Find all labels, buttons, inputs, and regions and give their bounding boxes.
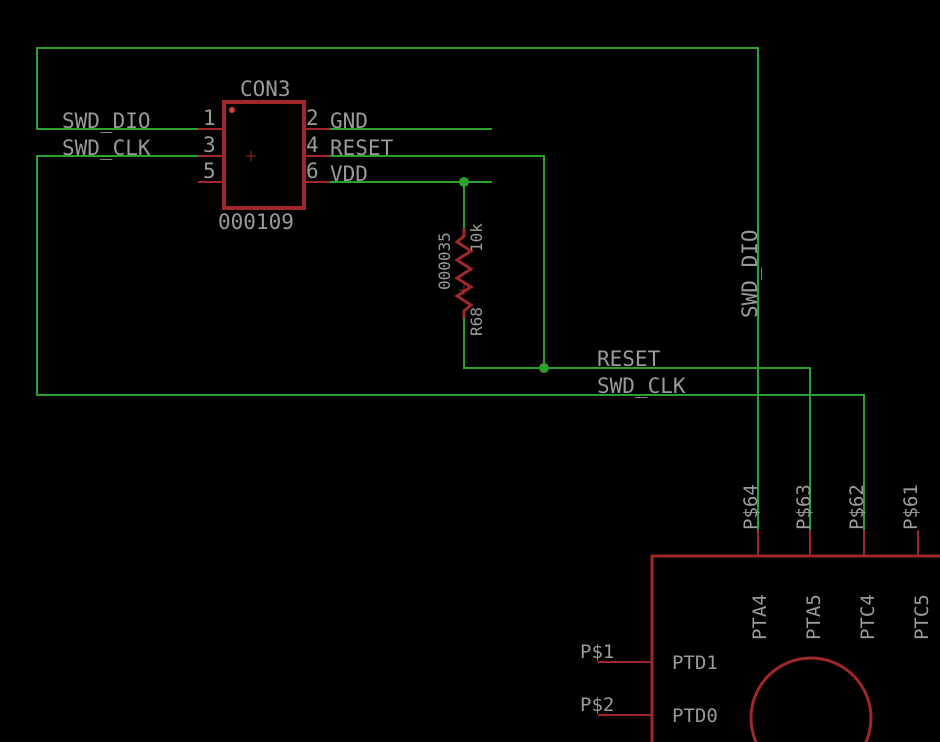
- pin-name-ptc4: PTC4: [857, 594, 879, 640]
- pad-label-p61: P$61: [900, 484, 922, 530]
- pin-number-1: 1: [203, 106, 216, 130]
- net-label-vdd: VDD: [330, 162, 368, 186]
- pad-label-p64: P$64: [740, 484, 762, 530]
- pad-label-p1: P$1: [580, 641, 614, 663]
- pin-name-ptd1: PTD1: [672, 652, 718, 674]
- mcu-symbol[interactable]: P$64 P$63 P$62 P$61 PTA4 PTA5 PTC4 PTC5 …: [580, 484, 940, 742]
- wire-swd-clk[interactable]: [36, 155, 865, 556]
- connector-body: [222, 100, 306, 210]
- pin-number-5: 5: [203, 159, 216, 183]
- resistor-part: 000035: [435, 232, 454, 290]
- junction-vdd: [459, 177, 469, 187]
- pad-label-p62: P$62: [846, 484, 868, 530]
- wire-swd-dio[interactable]: [36, 47, 759, 556]
- resistor-name: R68: [467, 307, 486, 336]
- pad-label-p2: P$2: [580, 694, 614, 716]
- net-label-swd-clk: SWD_CLK: [597, 374, 686, 398]
- wire-resistor-reset[interactable]: [463, 318, 544, 369]
- mcu-orientation-circle: [749, 656, 873, 742]
- net-label-gnd: GND: [330, 109, 368, 133]
- connector-con3[interactable]: CON3 000109 1 3 5 2 4 6 SWD_DIO SWD_CLK …: [62, 77, 394, 234]
- net-label-swd-dio: SWD_DIO: [738, 229, 762, 318]
- resistor-origin-cross: [459, 285, 469, 295]
- net-label-swd-dio-left: SWD_DIO: [62, 109, 151, 133]
- pin-name-ptc5: PTC5: [911, 594, 933, 640]
- net-label-reset: RESET: [597, 347, 661, 371]
- pin-number-2: 2: [306, 106, 319, 130]
- junction-reset: [539, 363, 549, 373]
- pin-number-4: 4: [306, 133, 319, 157]
- pin-name-pta4: PTA4: [749, 594, 771, 640]
- pin-number-3: 3: [203, 133, 216, 157]
- pin-name-ptd0: PTD0: [672, 705, 718, 727]
- connector-name: CON3: [240, 77, 291, 101]
- resistor-r68[interactable]: 000035 10k R68: [435, 223, 486, 336]
- pin-name-pta5: PTA5: [803, 594, 825, 640]
- resistor-value: 10k: [467, 223, 486, 252]
- net-label-swd-clk-left: SWD_CLK: [62, 136, 151, 160]
- resistor-symbol: [454, 228, 474, 318]
- pin-number-6: 6: [306, 159, 319, 183]
- pin1-marker: [229, 107, 235, 113]
- pad-label-p63: P$63: [793, 484, 815, 530]
- mcu-body: [650, 554, 940, 742]
- origin-cross: [246, 151, 256, 161]
- connector-value: 000109: [218, 210, 294, 234]
- net-label-reset-connector: RESET: [330, 136, 394, 160]
